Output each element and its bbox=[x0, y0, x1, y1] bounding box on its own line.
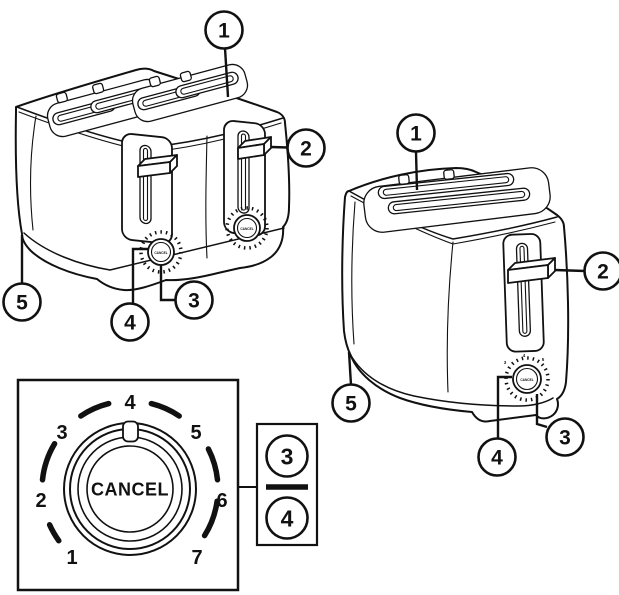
left-corner-hint bbox=[30, 115, 37, 231]
dial-scale-arc bbox=[46, 522, 62, 544]
callout-5-marker: 5 bbox=[2, 282, 42, 322]
slot-pair-right bbox=[131, 63, 249, 123]
callout-1-marker: 1 bbox=[396, 113, 436, 153]
callout-1-label: 1 bbox=[410, 123, 422, 146]
callout-4-label: 4 bbox=[491, 447, 503, 470]
dial-number-4: 4 bbox=[124, 392, 136, 414]
browning-dial-detail: 1 2 3 4 5 6 7 CANCEL bbox=[16, 378, 258, 592]
callout-1-label: 1 bbox=[218, 20, 230, 43]
leader-5 bbox=[347, 351, 353, 386]
browning-knob-right: CANCEL bbox=[225, 206, 269, 250]
leader-1 bbox=[414, 151, 419, 191]
variant-legend: 3 4 bbox=[255, 422, 319, 547]
slot-pair bbox=[363, 167, 551, 233]
carriage-lever-right bbox=[237, 136, 272, 160]
bread-guide-tab bbox=[443, 169, 455, 180]
callout-2-marker: 2 bbox=[286, 128, 326, 168]
callout-3-label: 3 bbox=[188, 290, 200, 313]
front-face-seam bbox=[205, 135, 208, 259]
knob-label: CANCEL bbox=[240, 227, 253, 231]
carriage-lever bbox=[507, 257, 556, 284]
callout-3-marker: 3 bbox=[174, 280, 214, 320]
legend-bottom-label: 4 bbox=[281, 505, 294, 531]
bread-guide-tab bbox=[398, 174, 410, 185]
dial-scale-arc bbox=[201, 498, 220, 539]
left-corner-hint bbox=[351, 201, 356, 345]
carriage-lever-left bbox=[137, 154, 178, 178]
callout-4-label: 4 bbox=[124, 312, 136, 335]
dial-number-5: 5 bbox=[190, 422, 201, 444]
slot-pair-left bbox=[46, 78, 164, 138]
dial-cancel-label: CANCEL bbox=[91, 479, 169, 499]
dial-scale-arc bbox=[205, 446, 221, 483]
dial-number-1: 1 bbox=[66, 547, 77, 569]
leader-2 bbox=[270, 145, 289, 149]
dial-scale-arc bbox=[148, 400, 182, 419]
browning-knob: 3 4 5 CANCEL bbox=[504, 353, 550, 402]
legend-bottom-circle bbox=[265, 496, 309, 540]
bread-guide-tab bbox=[148, 75, 161, 88]
knob-ring-number: 5 bbox=[542, 357, 545, 362]
callout-2-label: 2 bbox=[597, 261, 609, 284]
leader-3 bbox=[159, 265, 176, 302]
base-seam bbox=[23, 227, 285, 271]
bread-guide-tab bbox=[92, 82, 105, 95]
dial-scale-arc bbox=[39, 440, 58, 483]
browning-knob-left: CANCEL bbox=[139, 230, 183, 274]
knob-ring-number: 3 bbox=[504, 360, 507, 365]
leader-2 bbox=[554, 268, 586, 273]
lever-panel-left bbox=[121, 133, 173, 245]
dial-scale-arc bbox=[78, 400, 112, 419]
two-slice-toaster-illustration: 3 4 5 CANCEL 1 2 3 4 bbox=[331, 113, 619, 477]
bread-guide-tab bbox=[179, 70, 192, 83]
leader-4 bbox=[496, 375, 512, 439]
callout-1-marker: 1 bbox=[204, 10, 244, 50]
callout-3-label: 3 bbox=[559, 427, 571, 450]
dial-number-2: 2 bbox=[35, 490, 46, 512]
dial-number-6: 6 bbox=[216, 490, 227, 512]
callout-2-marker: 2 bbox=[583, 251, 619, 291]
callout-2-label: 2 bbox=[300, 138, 312, 161]
knob-ring-number: 4 bbox=[523, 353, 526, 358]
callout-4-marker: 4 bbox=[110, 302, 150, 342]
leader-3 bbox=[535, 394, 548, 429]
legend-top-label: 3 bbox=[281, 443, 294, 469]
knob-label: CANCEL bbox=[520, 378, 533, 382]
dial-number-7: 7 bbox=[191, 547, 202, 569]
lever-panel bbox=[502, 233, 545, 353]
base-seam bbox=[349, 353, 554, 407]
dial-number-3: 3 bbox=[56, 422, 67, 444]
callout-5-label: 5 bbox=[345, 393, 357, 416]
callout-3-marker: 3 bbox=[545, 417, 585, 457]
leader-1 bbox=[223, 47, 230, 98]
callout-4-marker: 4 bbox=[477, 437, 517, 477]
four-slice-toaster-illustration: CANCEL CANCEL 1 2 3 4 bbox=[2, 10, 326, 342]
legend-top-circle bbox=[265, 434, 309, 478]
knob-label: CANCEL bbox=[154, 251, 167, 255]
callout-5-label: 5 bbox=[16, 292, 28, 315]
dial-pointer-notch bbox=[122, 420, 139, 443]
callout-5-marker: 5 bbox=[331, 383, 371, 423]
front-face-seam bbox=[446, 241, 454, 393]
leader-4 bbox=[131, 247, 148, 304]
bread-guide-tab bbox=[55, 91, 68, 104]
